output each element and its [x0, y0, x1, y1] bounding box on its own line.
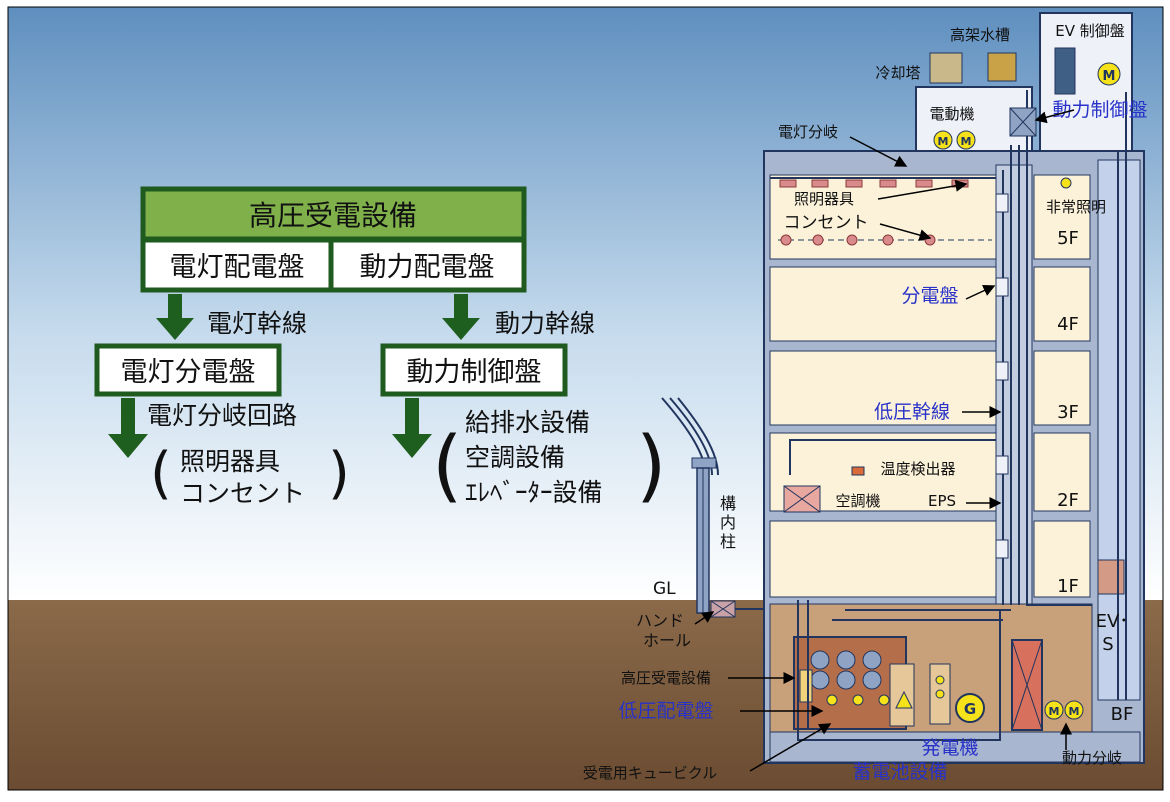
- elevator-item: ｴﾚﾍﾞｰﾀｰ設備: [465, 478, 603, 507]
- ev-shaft-label-2: S: [1102, 634, 1113, 655]
- power-branch-label: 動力分岐: [1062, 749, 1122, 767]
- floor-bf: BF: [1111, 704, 1134, 725]
- water-supply-item: 給排水設備: [465, 408, 590, 437]
- motor-symbol-ev: M: [1103, 69, 1116, 84]
- motor-icon: [956, 130, 976, 150]
- light-subpanel-label: 電灯分電盤: [121, 357, 256, 388]
- generator-icon: [955, 693, 985, 723]
- light-subpanel-box: [94, 343, 282, 397]
- lighting-label: 照明器具: [794, 190, 854, 208]
- pole-label-3: 柱: [720, 532, 736, 551]
- hv-receiving-title: 高圧受電設備: [249, 199, 417, 232]
- handhole-label-1: ハンド: [636, 611, 684, 630]
- hv-receiving-label: 高圧受電設備: [621, 669, 711, 687]
- cooling-tower-label: 冷却塔: [875, 64, 920, 82]
- low-voltage-trunk-label: 低圧幹線: [874, 401, 950, 423]
- elevated-tank-label: 高架水槽: [950, 26, 1010, 44]
- power-control-panel-label: 動力制御盤: [1052, 99, 1147, 121]
- motor-symbol-bf-2: M: [1069, 705, 1080, 718]
- power-trunk-arrow: [442, 294, 480, 340]
- elevated-tank-icon: [987, 52, 1017, 82]
- outlet-item: コンセント: [180, 479, 305, 508]
- battery-label: 蓄電池設備: [852, 761, 947, 783]
- motor-symbol-roof-2: M: [961, 135, 972, 148]
- hvac-item: 空調設備: [465, 443, 565, 472]
- ground-level-label: GL: [653, 579, 676, 599]
- light-trunk-arrow: [156, 294, 194, 340]
- floor-4f: 4F: [1057, 314, 1079, 335]
- floor-1f: 1F: [1057, 576, 1079, 597]
- building: G M M M M M: [763, 12, 1145, 764]
- motor-symbol-roof-1: M: [938, 135, 949, 148]
- motor-icon: [1064, 700, 1084, 720]
- handhole-label-2: ホール: [643, 631, 691, 650]
- motor-icon: [1097, 62, 1121, 86]
- right-paren-close: ): [636, 421, 666, 511]
- emergency-light-label: 非常照明: [1046, 198, 1106, 216]
- temp-sensor-label: 温度検出器: [880, 460, 955, 478]
- hv-receiving-box: [140, 186, 527, 242]
- eps-label: EPS: [928, 492, 956, 510]
- motor-icon: [933, 130, 953, 150]
- light-panel-label: 電灯配電盤: [170, 252, 305, 283]
- pole-label-2: 内: [720, 513, 736, 532]
- cooling-tower-icon: [929, 52, 963, 84]
- right-paren: (: [432, 421, 462, 511]
- left-paren: (: [150, 441, 172, 506]
- generator-label: 発電機: [921, 737, 978, 759]
- lv-panel-label: 低圧配電盤: [618, 700, 713, 722]
- power-control-label: 動力制御盤: [407, 357, 542, 388]
- ev-control-label: EV 制御盤: [1055, 22, 1125, 40]
- distribution-tree: 高圧受電設備 電灯配電盤 動力配電盤 電灯幹線 動力幹線 電灯分電盤 動力制御盤…: [94, 186, 666, 511]
- motor-symbol-bf-1: M: [1049, 705, 1060, 718]
- motor-icon: [1044, 700, 1064, 720]
- left-paren-close: ): [328, 441, 350, 506]
- power-control-box: [380, 343, 568, 397]
- generator-symbol: G: [964, 700, 976, 718]
- air-conditioner-label: 空調機: [835, 492, 880, 510]
- premises-pole: 構 内 柱: [661, 397, 736, 614]
- cubicle-label: 受電用キュービクル: [583, 764, 718, 782]
- outlet-label: コンセント: [784, 213, 869, 233]
- floor-3f: 3F: [1057, 402, 1079, 423]
- motor-label: 電動機: [929, 105, 974, 123]
- power-panel-label: 動力配電盤: [360, 252, 495, 283]
- distribution-panel-label: 分電盤: [901, 285, 958, 307]
- lighting-fixture-item: 照明器具: [180, 447, 280, 476]
- light-branch-label: 電灯分岐: [778, 123, 838, 141]
- power-trunk-label: 動力幹線: [495, 309, 595, 338]
- floor-2f: 2F: [1057, 490, 1079, 511]
- ev-shaft-label-1: EV･: [1096, 611, 1129, 632]
- light-trunk-label: 電灯幹線: [207, 309, 307, 338]
- pole-label-1: 構: [720, 494, 736, 513]
- light-branch-arrow: [108, 398, 148, 458]
- light-branch-circuit-label: 電灯分岐回路: [147, 401, 297, 430]
- power-branch-arrow: [392, 398, 432, 458]
- floor-5f: 5F: [1057, 228, 1079, 249]
- power-panel-box: [328, 237, 527, 293]
